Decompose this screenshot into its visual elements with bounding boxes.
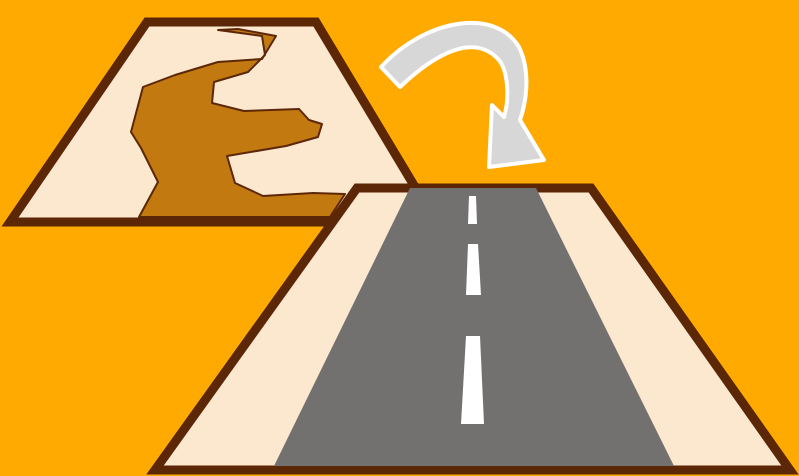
road-dash-1 [468,196,477,224]
